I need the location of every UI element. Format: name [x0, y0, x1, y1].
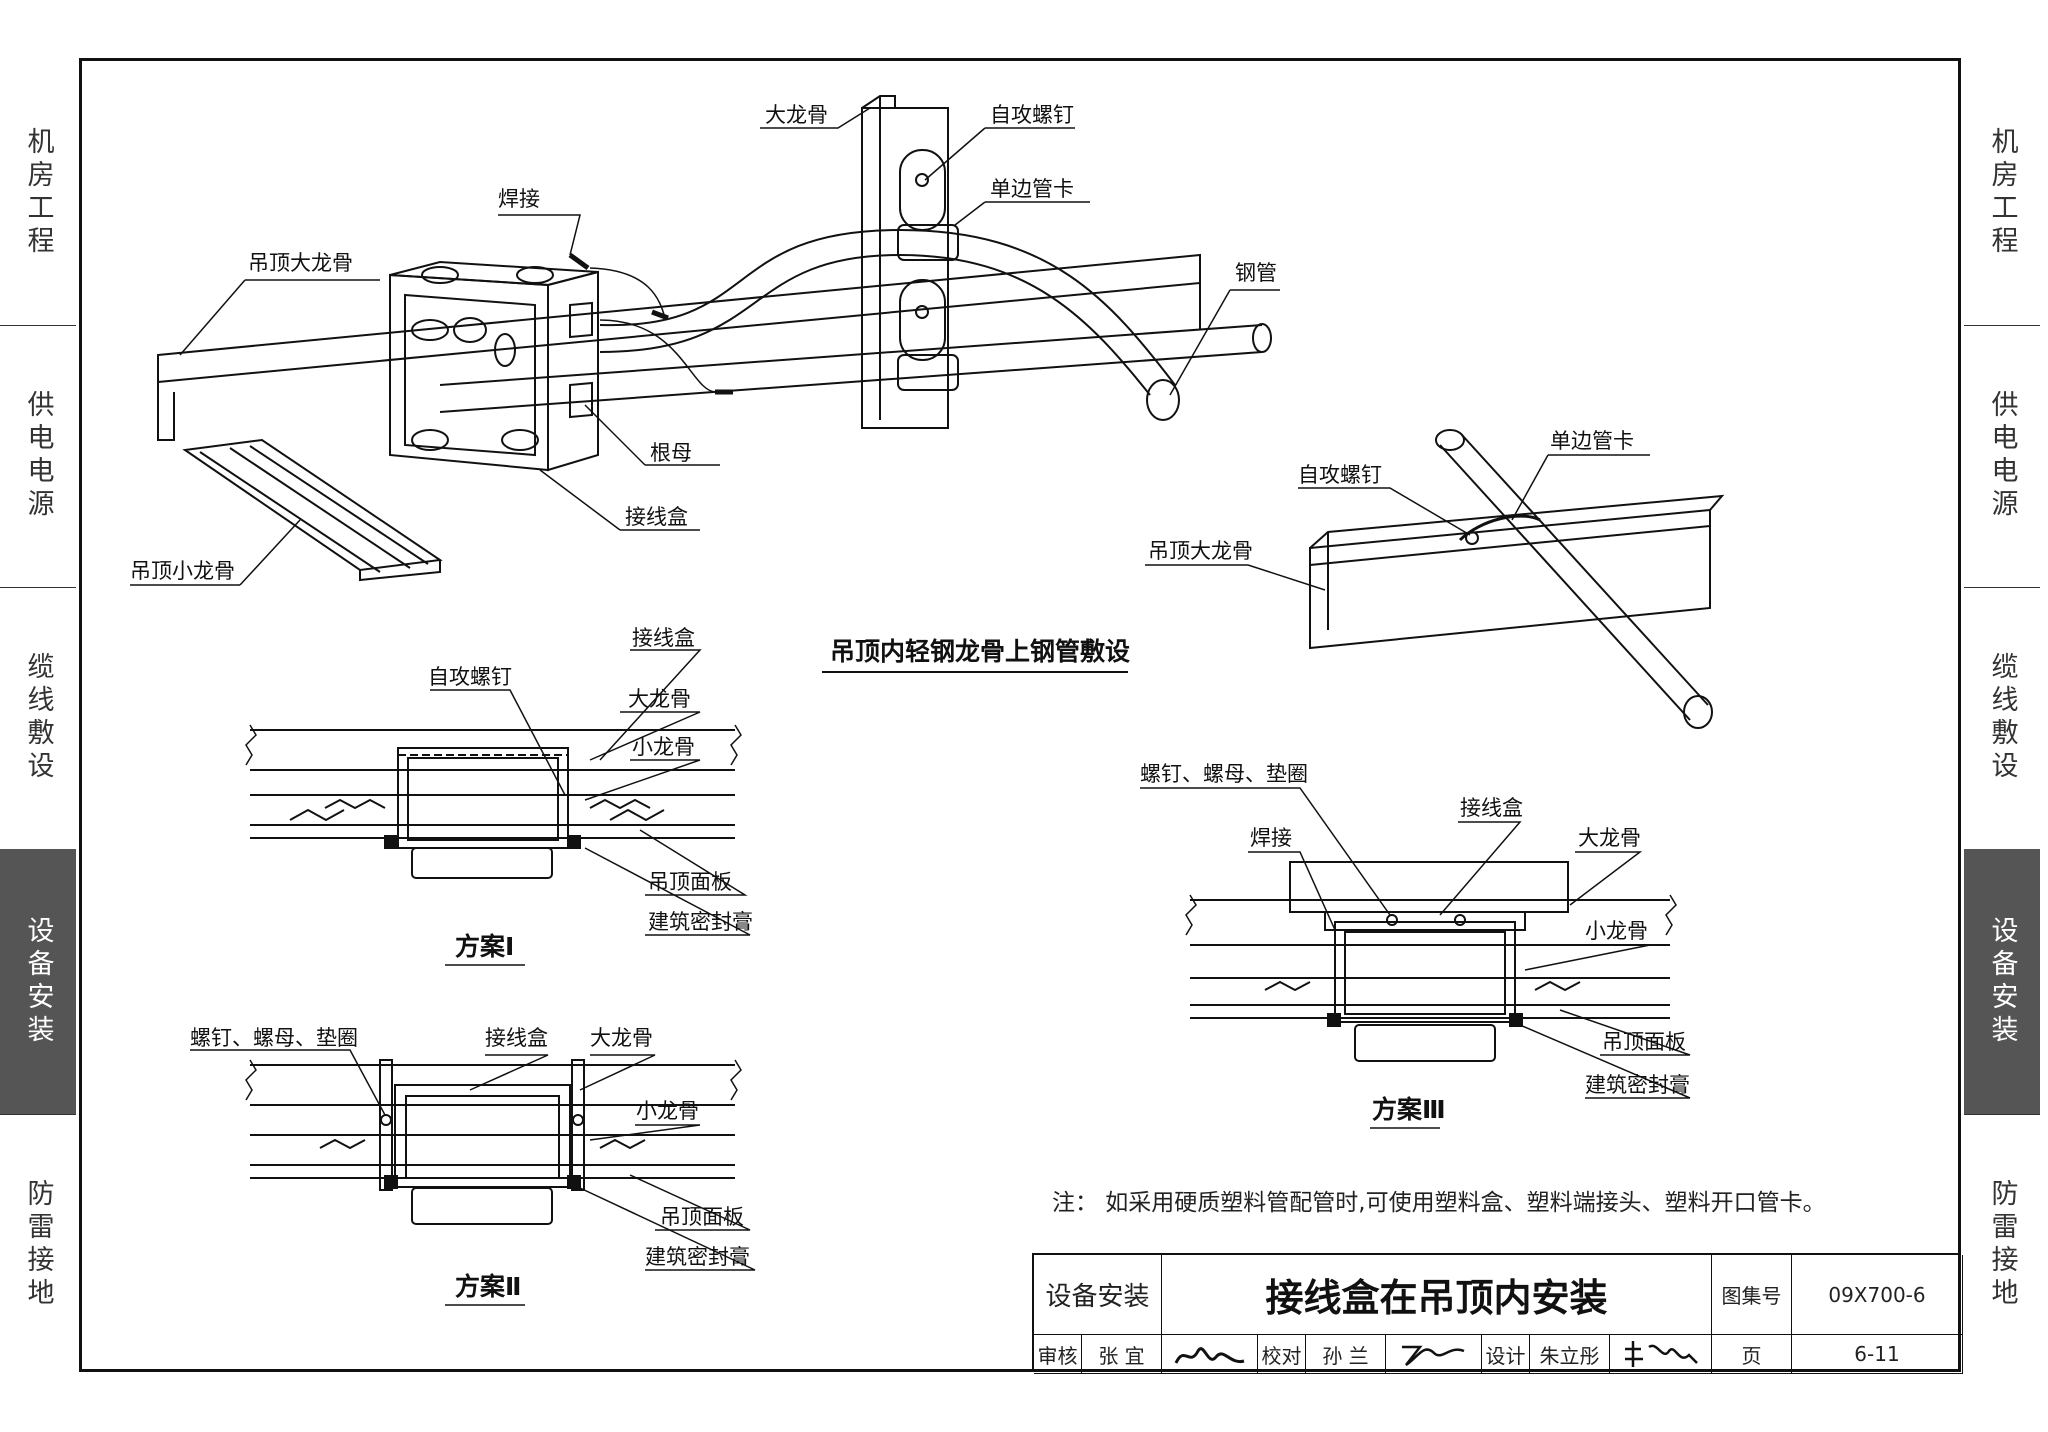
tb-title: 接线盒在吊顶内安装 — [1162, 1255, 1712, 1335]
main-labels: 大龙骨 自攻螺钉 单边管卡 焊接 吊顶大龙骨 钢管 根母 接线盒 吊顶小龙骨 吊… — [130, 103, 1277, 666]
main-caption: 吊顶内轻钢龙骨上钢管敷设 — [830, 637, 1130, 666]
scheme-3-section — [1140, 787, 1691, 1129]
ceiling-big-keel — [157, 253, 1201, 441]
detail-label-ceiling-big-keel: 吊顶大龙骨 — [1148, 539, 1253, 563]
scheme-2-labels: 螺钉、螺母、垫圈 接线盒 大龙骨 小龙骨 吊顶面板 建筑密封膏 方案Ⅱ — [190, 1026, 750, 1301]
side-tab-left-4: 防雷接地 — [0, 1114, 76, 1376]
side-tab-left-0: 机房工程 — [0, 60, 76, 326]
side-tab-right-0: 机房工程 — [1964, 60, 2040, 326]
s2-label-4: 吊顶面板 — [660, 1205, 744, 1229]
signature-checker — [1401, 1345, 1464, 1367]
scheme-1-labels: 接线盒 自攻螺钉 大龙骨 小龙骨 吊顶面板 建筑密封膏 方案Ⅰ — [428, 626, 753, 961]
s1-caption: 方案Ⅰ — [455, 932, 514, 961]
side-tab-right-4: 防雷接地 — [1964, 1114, 2040, 1376]
s1-label-2: 大龙骨 — [628, 687, 691, 711]
side-tab-label: 设备安装 — [1986, 915, 2018, 1048]
side-tab-label: 供电电源 — [22, 390, 54, 522]
detail-label-self-tapping-screw: 自攻螺钉 — [1298, 463, 1382, 487]
s3-label-6: 建筑密封膏 — [1585, 1073, 1690, 1097]
side-tab-label: 供电电源 — [1986, 390, 2018, 522]
junction-box — [389, 260, 599, 472]
steel-pipe-curved — [599, 228, 1180, 421]
s3-label-2: 焊接 — [1250, 826, 1292, 850]
leader-lines-s3 — [1140, 787, 1691, 1129]
s3-label-1: 接线盒 — [1460, 796, 1523, 820]
s1-label-1: 自攻螺钉 — [428, 665, 512, 689]
leader-lines-s2 — [190, 1049, 756, 1306]
side-tab-left-1: 供电电源 — [0, 325, 76, 588]
side-tab-label: 机房工程 — [1986, 126, 2018, 259]
detail-label-single-clamp: 单边管卡 — [1550, 429, 1634, 453]
label-junction-box: 接线盒 — [625, 505, 688, 529]
label-single-clamp: 单边管卡 — [990, 177, 1074, 201]
tb-checker: 孙 兰 — [1306, 1335, 1386, 1374]
s3-label-4: 小龙骨 — [1585, 919, 1648, 943]
tb-reviewer: 张 宜 — [1082, 1335, 1162, 1374]
leader-lines-main — [130, 107, 1280, 673]
s2-label-3: 小龙骨 — [636, 1099, 699, 1123]
scheme-1-section — [245, 649, 751, 966]
side-tab-label: 机房工程 — [22, 126, 54, 259]
side-tab-label: 设备安装 — [22, 915, 54, 1048]
steel-pipe-straight — [439, 323, 1272, 413]
drawing-frame — [79, 58, 1961, 1372]
label-steel-pipe: 钢管 — [1235, 261, 1277, 285]
weld-marks[interactable] — [568, 252, 733, 395]
leader-lines-s1 — [430, 649, 751, 966]
side-tab-label: 防雷接地 — [22, 1179, 54, 1311]
side-tab-left-3: 设备安装 — [0, 849, 76, 1115]
signature-reviewer — [1174, 1347, 1244, 1364]
scheme-3-labels: 螺钉、螺母、垫圈 接线盒 焊接 大龙骨 小龙骨 吊顶面板 建筑密封膏 方案Ⅲ — [1140, 762, 1690, 1124]
s1-label-0: 接线盒 — [632, 626, 695, 650]
s3-label-0: 螺钉、螺母、垫圈 — [1140, 762, 1308, 786]
side-tab-label: 缆线敷设 — [22, 652, 54, 784]
s1-label-5: 建筑密封膏 — [648, 910, 753, 934]
label-ceiling-small-keel: 吊顶小龙骨 — [130, 559, 235, 583]
signature-designer — [1624, 1341, 1698, 1367]
s2-label-1: 接线盒 — [485, 1026, 548, 1050]
label-lock-nut: 根母 — [650, 441, 692, 465]
label-big-keel: 大龙骨 — [765, 103, 828, 127]
tb-reviewer-signature — [1162, 1335, 1258, 1374]
s1-label-4: 吊顶面板 — [648, 870, 732, 894]
tb-atlas-no: 09X700-6 — [1792, 1255, 1963, 1335]
tb-checker-signature — [1386, 1335, 1482, 1374]
s2-label-0: 螺钉、螺母、垫圈 — [190, 1026, 358, 1050]
s3-label-5: 吊顶面板 — [1602, 1030, 1686, 1054]
side-tab-label: 缆线敷设 — [1986, 652, 2018, 784]
ceiling-small-keel — [182, 438, 443, 582]
label-weld: 焊接 — [498, 187, 540, 211]
note-text: 注： 如采用硬质塑料管配管时,可使用塑料盒、塑料端接头、塑料开口管卡。 — [1052, 1190, 1826, 1216]
tb-designer: 朱立彤 — [1530, 1335, 1610, 1374]
s3-caption: 方案Ⅲ — [1372, 1095, 1446, 1124]
vertical-big-keel — [861, 95, 959, 429]
tb-atlas-label: 图集号 — [1712, 1255, 1792, 1335]
s2-label-2: 大龙骨 — [590, 1026, 653, 1050]
tb-design-label: 设计 — [1482, 1335, 1530, 1374]
tb-check-label: 校对 — [1258, 1335, 1306, 1374]
s3-label-3: 大龙骨 — [1578, 826, 1641, 850]
main-isometric-figure — [130, 95, 1280, 673]
tb-section: 设备安装 — [1034, 1255, 1162, 1335]
tb-designer-signature — [1610, 1335, 1712, 1374]
side-tab-left-2: 缆线敷设 — [0, 587, 76, 850]
leader-lines-detail — [1145, 454, 1650, 591]
side-tab-label: 防雷接地 — [1986, 1179, 2018, 1311]
detail-labels: 自攻螺钉 单边管卡 吊顶大龙骨 — [1148, 429, 1634, 563]
s2-caption: 方案Ⅱ — [455, 1272, 521, 1301]
s2-label-5: 建筑密封膏 — [645, 1245, 750, 1269]
detail-figure — [1145, 429, 1725, 729]
side-tab-right-1: 供电电源 — [1964, 325, 2040, 588]
tb-review-label: 审核 — [1034, 1335, 1082, 1374]
side-tab-right-3: 设备安装 — [1964, 849, 2040, 1115]
s1-label-3: 小龙骨 — [632, 735, 695, 759]
label-ceiling-big-keel: 吊顶大龙骨 — [248, 251, 353, 275]
scheme-2-section — [190, 1049, 756, 1306]
title-block: 设备安装 接线盒在吊顶内安装 图集号 09X700-6 审核 张 宜 校对 孙 … — [1032, 1253, 1963, 1374]
label-self-tapping-screw: 自攻螺钉 — [990, 103, 1074, 127]
tb-page-label: 页 — [1712, 1335, 1792, 1374]
tb-page-no: 6-11 — [1792, 1335, 1963, 1374]
